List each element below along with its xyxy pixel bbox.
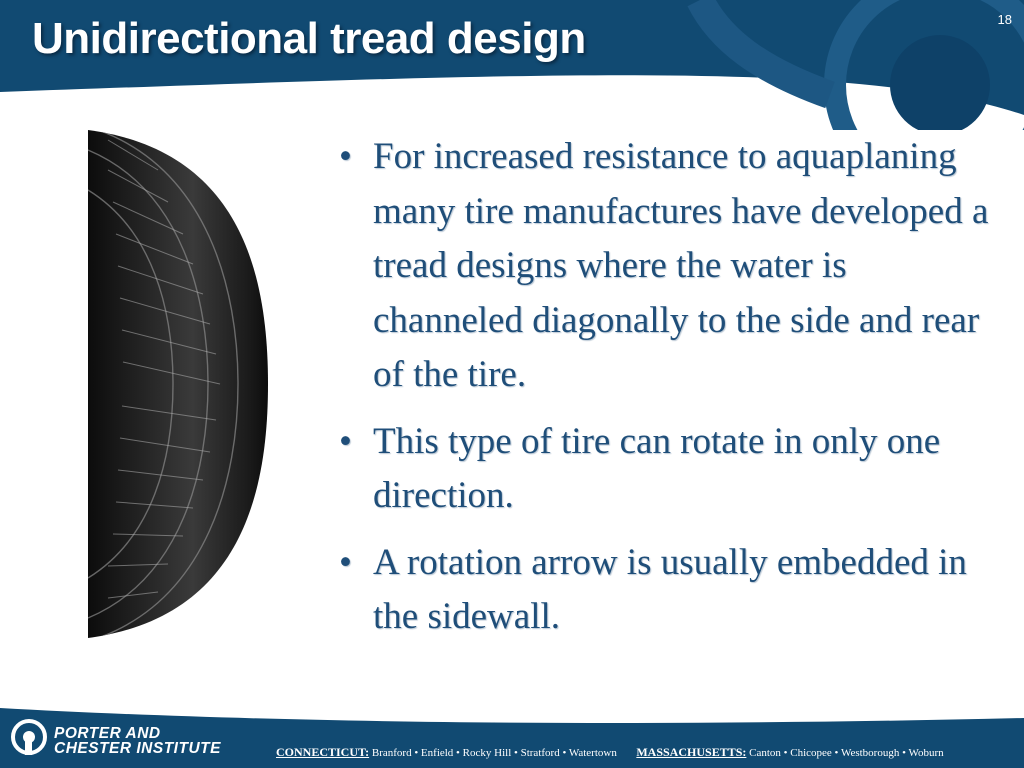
bullet-item: This type of tire can rotate in only one… xyxy=(333,415,993,524)
ct-towns: Branford • Enfield • Rocky Hill • Stratf… xyxy=(371,747,617,759)
pc-logo-icon xyxy=(11,719,47,755)
bullet-list: For increased resistance to aquaplaning … xyxy=(333,130,993,657)
ct-label: CONNECTICUT: xyxy=(276,745,370,759)
ma-label: MASSACHUSETTS: xyxy=(636,745,747,759)
footer-background xyxy=(0,708,1024,768)
logo-line-2: CHESTER INSTITUTE xyxy=(54,740,221,757)
logo-line-1: PORTER AND xyxy=(54,725,161,742)
slide-number: 18 xyxy=(997,12,1012,27)
ma-towns: Canton • Chicopee • Westborough • Woburn xyxy=(749,747,944,759)
footer-locations: CONNECTICUT: Branford • Enfield • Rocky … xyxy=(276,745,944,760)
footer-bar: PORTER AND CHESTER INSTITUTE CONNECTICUT… xyxy=(0,708,1024,768)
bullet-item: A rotation arrow is usually embedded in … xyxy=(333,536,993,645)
institute-name: PORTER AND CHESTER INSTITUTE xyxy=(54,725,221,757)
bullet-item: For increased resistance to aquaplaning … xyxy=(333,130,993,403)
tire-image xyxy=(88,130,268,638)
slide-title: Unidirectional tread design xyxy=(32,14,586,63)
header-banner xyxy=(0,0,1024,130)
